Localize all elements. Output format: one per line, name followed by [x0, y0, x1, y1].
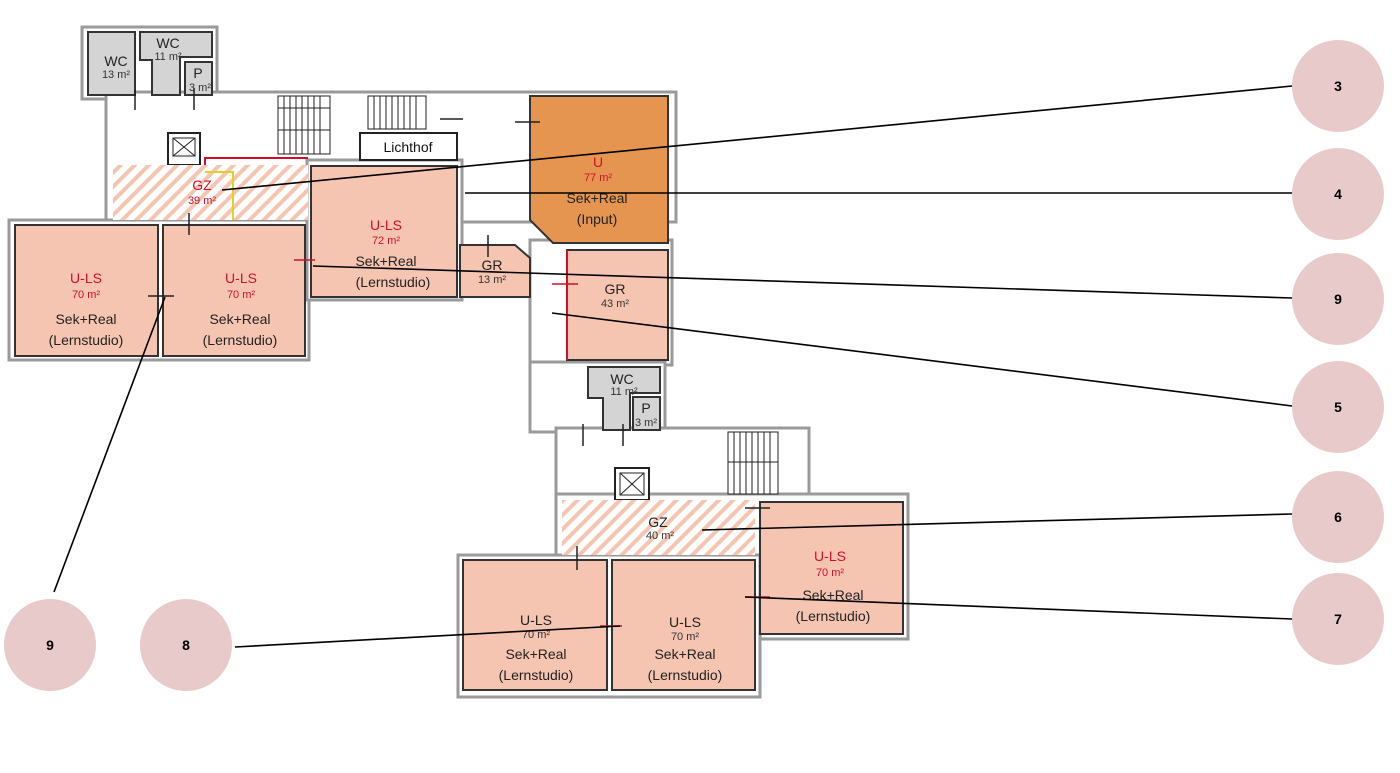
- callout-4: 4: [1292, 148, 1384, 240]
- room-u-77-input: U 77 m² Sek+Real (Input): [529, 95, 669, 244]
- svg-text:GZ: GZ: [192, 177, 212, 193]
- svg-text:40 m²: 40 m²: [646, 530, 674, 542]
- svg-text:Sek+Real: Sek+Real: [802, 587, 863, 603]
- svg-text:13 m²: 13 m²: [478, 274, 506, 286]
- svg-text:P: P: [641, 400, 650, 416]
- svg-text:U-LS: U-LS: [225, 270, 257, 286]
- svg-text:Lichthof: Lichthof: [383, 139, 432, 155]
- svg-text:U-LS: U-LS: [814, 548, 846, 564]
- svg-text:Sek+Real: Sek+Real: [505, 646, 566, 662]
- svg-text:43 m²: 43 m²: [601, 298, 629, 310]
- room-wc-13: WC 13 m²: [87, 31, 136, 96]
- room-u-ls-70-bottom-mid: U-LS 70 m² Sek+Real (Lernstudio): [611, 559, 756, 691]
- room-u-ls-72: U-LS 72 m² Sek+Real (Lernstudio): [310, 165, 458, 298]
- svg-text:39 m²: 39 m²: [188, 195, 216, 207]
- svg-text:3 m²: 3 m²: [635, 417, 657, 429]
- svg-text:(Lernstudio): (Lernstudio): [648, 667, 723, 683]
- room-wc-11-lower: WC 11 m²: [587, 366, 661, 431]
- svg-text:(Input): (Input): [577, 211, 617, 227]
- callout-6: 6: [1292, 471, 1384, 563]
- svg-text:U-LS: U-LS: [70, 270, 102, 286]
- svg-text:11 m²: 11 m²: [610, 386, 638, 398]
- svg-text:U-LS: U-LS: [520, 612, 552, 628]
- svg-text:3 m²: 3 m²: [189, 82, 211, 94]
- room-u-ls-70-bottom-left: U-LS 70 m² Sek+Real (Lernstudio): [462, 559, 608, 691]
- room-wc-11: WC 11 m²: [139, 31, 213, 96]
- svg-text:3: 3: [1334, 78, 1342, 94]
- room-gz-40: GZ 40 m²: [562, 500, 755, 555]
- svg-text:70 m²: 70 m²: [227, 289, 255, 301]
- svg-text:(Lernstudio): (Lernstudio): [796, 608, 871, 624]
- room-lichthof: Lichthof: [359, 132, 458, 161]
- svg-text:9: 9: [1334, 291, 1342, 307]
- room-u-ls-70: U-LS 70 m² Sek+Real (Lernstudio): [162, 224, 306, 357]
- svg-text:70 m²: 70 m²: [522, 629, 550, 641]
- svg-text:WC: WC: [104, 53, 127, 69]
- callout-9: 9: [1292, 253, 1384, 345]
- svg-text:U-LS: U-LS: [669, 614, 701, 630]
- svg-text:72 m²: 72 m²: [372, 235, 400, 247]
- svg-text:(Lernstudio): (Lernstudio): [203, 332, 278, 348]
- svg-text:(Lernstudio): (Lernstudio): [499, 667, 574, 683]
- callout-5: 5: [1292, 361, 1384, 453]
- svg-text:WC: WC: [610, 371, 633, 387]
- elevator-icon: [614, 467, 650, 501]
- svg-text:U: U: [593, 154, 603, 170]
- svg-text:4: 4: [1334, 186, 1342, 202]
- svg-text:GR: GR: [605, 281, 626, 297]
- room-gr-43: GR 43 m²: [566, 249, 669, 361]
- svg-text:7: 7: [1334, 611, 1342, 627]
- svg-text:70 m²: 70 m²: [671, 631, 699, 643]
- svg-text:(Lernstudio): (Lernstudio): [356, 274, 431, 290]
- svg-text:Sek+Real: Sek+Real: [355, 253, 416, 269]
- svg-text:GZ: GZ: [648, 514, 668, 530]
- svg-text:70 m²: 70 m²: [72, 289, 100, 301]
- svg-text:(Lernstudio): (Lernstudio): [49, 332, 124, 348]
- svg-text:5: 5: [1334, 399, 1342, 415]
- callout-7: 7: [1292, 573, 1384, 665]
- svg-text:Sek+Real: Sek+Real: [55, 311, 116, 327]
- svg-text:Sek+Real: Sek+Real: [566, 190, 627, 206]
- svg-text:13 m²: 13 m²: [102, 69, 130, 81]
- room-gz-39: GZ 39 m²: [113, 157, 308, 220]
- svg-text:77 m²: 77 m²: [584, 172, 612, 184]
- room-u-ls-70-right: U-LS 70 m² Sek+Real (Lernstudio): [759, 501, 904, 635]
- svg-text:11 m²: 11 m²: [154, 51, 182, 63]
- callout-8: 8: [140, 599, 232, 691]
- svg-text:8: 8: [182, 637, 190, 653]
- callout-9-left: 9: [4, 599, 96, 691]
- room-p-3-lower: P 3 m²: [632, 396, 661, 431]
- svg-text:Sek+Real: Sek+Real: [209, 311, 270, 327]
- room-gr-13: GR 13 m²: [459, 244, 531, 298]
- elevator-icon: [167, 132, 201, 166]
- room-u-ls-70: U-LS 70 m² Sek+Real (Lernstudio): [14, 224, 159, 357]
- svg-text:GR: GR: [482, 257, 503, 273]
- svg-text:Sek+Real: Sek+Real: [654, 646, 715, 662]
- svg-text:U-LS: U-LS: [370, 217, 402, 233]
- svg-text:WC: WC: [156, 35, 179, 51]
- svg-text:6: 6: [1334, 509, 1342, 525]
- callout-lines: [53, 85, 1293, 648]
- room-p-3: P 3 m²: [184, 61, 213, 96]
- svg-text:P: P: [193, 65, 202, 81]
- svg-text:9: 9: [46, 637, 54, 653]
- stairs: [277, 95, 779, 495]
- callout-3: 3: [1292, 40, 1384, 132]
- svg-text:70 m²: 70 m²: [816, 567, 844, 579]
